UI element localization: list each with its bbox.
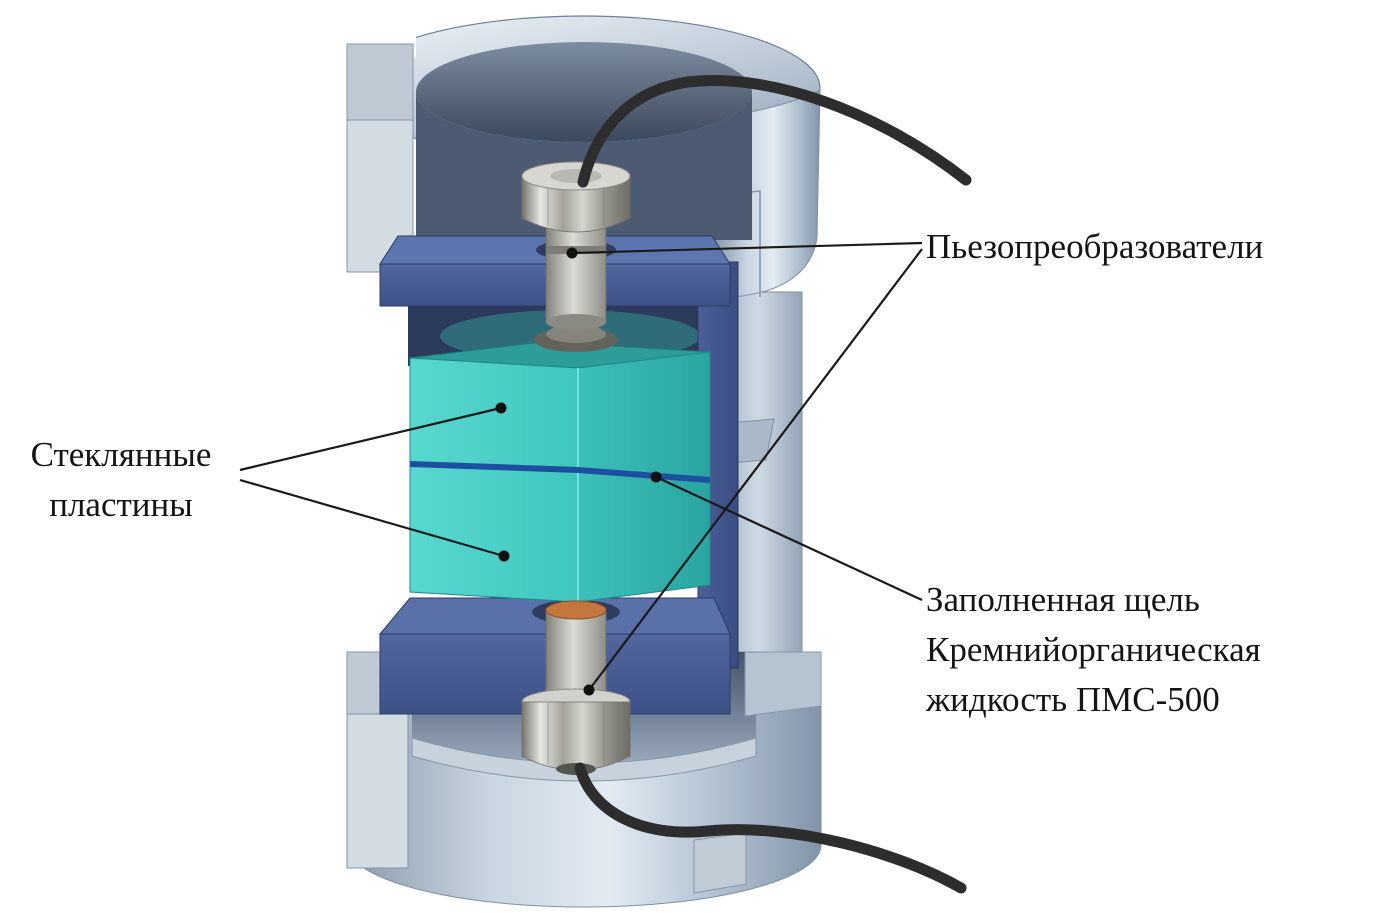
leader-piezo-bottom	[588, 248, 923, 691]
label-glass-plates: Стеклянные пластины	[4, 430, 238, 530]
cable-top	[577, 75, 972, 188]
callout-lines	[239, 241, 923, 691]
label-gap-line3: жидкость ПМС-500	[926, 680, 1220, 719]
label-gap-line1: Заполненная щель	[926, 580, 1200, 619]
cable-bottom	[574, 762, 967, 894]
callout-dot-piezo-bottom	[583, 684, 595, 696]
label-filled-gap: Заполненная щель Кремнийорганическая жид…	[926, 575, 1261, 725]
glass-plates	[409, 341, 711, 603]
transducer-top-body	[545, 227, 607, 323]
leader-glass-lower	[239, 478, 505, 558]
housing-bottom-flange-step	[744, 651, 822, 717]
housing-top-cut-notch-face	[346, 43, 414, 121]
leader-glass-upper	[239, 406, 502, 472]
hex-nut-top-boss	[550, 169, 602, 183]
transducer-top-contact-inner	[546, 325, 606, 343]
callout-dot-glass-upper	[495, 402, 507, 414]
housing-bottom-cut-face	[346, 713, 409, 869]
housing-top-bore-opening	[416, 42, 752, 142]
hex-nut-bottom	[521, 701, 631, 771]
callout-dots	[495, 247, 662, 696]
label-glass-line2: пластины	[49, 485, 193, 524]
filled-gap-line	[409, 461, 711, 483]
label-piezo-transducers: Пьезопреобразователи	[926, 222, 1263, 272]
label-glass-line1: Стеклянные	[30, 435, 212, 474]
housing-bottom-bore-lip	[411, 737, 757, 782]
spacer-orange-top	[545, 600, 607, 620]
outer-housing-top	[338, 0, 821, 300]
glass-plate-left-face	[409, 357, 579, 603]
callout-dot-piezo-top	[566, 247, 578, 259]
callout-dot-gap	[650, 471, 662, 483]
housing-bottom-cut-notch	[693, 832, 747, 894]
leader-piezo-top	[571, 241, 923, 255]
transducer-top-body-end	[546, 314, 606, 330]
leader-gap	[655, 476, 923, 601]
hex-nut-bottom-facets	[547, 703, 605, 764]
callout-dot-glass-lower	[498, 550, 510, 562]
label-gap-line2: Кремнийорганическая	[926, 630, 1261, 669]
label-piezo-text: Пьезопреобразователи	[926, 227, 1264, 266]
piezo-transducer-bottom	[521, 600, 631, 775]
hex-nut-top	[521, 175, 631, 233]
